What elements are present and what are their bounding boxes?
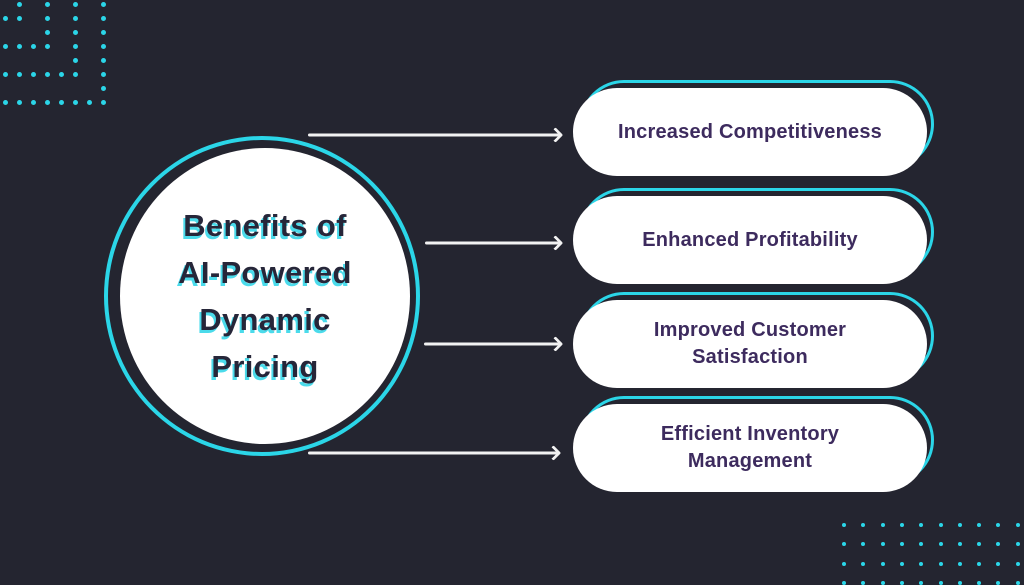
benefit-label: Enhanced Profitability [642,228,858,251]
benefit-card-efficient-inventory-management: Efficient Inventory Management [573,396,934,492]
benefit-label: Improved Customer [653,319,847,341]
benefit-card-face: Improved Customer Satisfaction [573,300,927,388]
benefit-card-increased-competitiveness: Increased Competitiveness [573,80,934,176]
arrow-head-icon [547,336,564,352]
arrow-to-benefit-3 [424,336,564,352]
diagram-title-line: AI-Powered [178,255,352,290]
arrow-shaft [424,342,559,346]
arrow-head-icon [547,235,564,251]
arrow-to-benefit-2 [425,235,564,251]
arrow-shaft [308,133,559,137]
arrow-head-icon [545,445,562,461]
benefit-card-face: Increased Competitiveness [573,88,927,176]
benefit-label: Efficient Inventory [660,423,840,445]
diagram-title-line: Pricing [211,349,319,384]
benefit-card-enhanced-profitability: Enhanced Profitability [573,188,934,284]
arrow-head-icon [547,127,564,143]
diagram-title-line: Dynamic [199,302,331,337]
arrow-to-benefit-4 [308,445,562,461]
corner-dots-top-left-ornament [0,0,112,112]
benefit-label: Satisfaction [692,346,808,368]
arrow-shaft [425,241,559,245]
benefit-card-improved-customer-satisfaction: Improved Customer Satisfaction [573,292,934,388]
arrow-shaft [308,451,557,455]
corner-dots-bottom-right-ornament [840,521,1024,585]
arrow-to-benefit-1 [308,127,564,143]
benefit-label: Management [687,450,813,472]
benefit-card-face: Efficient Inventory Management [573,404,927,492]
benefit-label: Increased Competitiveness [618,120,882,143]
diagram-title-line: Benefits of [183,208,347,243]
center-circle: Benefits of AI-Powered Dynamic Pricing [120,148,410,444]
center-circle-outline [104,136,420,456]
benefit-card-face: Enhanced Profitability [573,196,927,284]
diagram-title: Benefits of AI-Powered Dynamic Pricing [178,202,352,390]
